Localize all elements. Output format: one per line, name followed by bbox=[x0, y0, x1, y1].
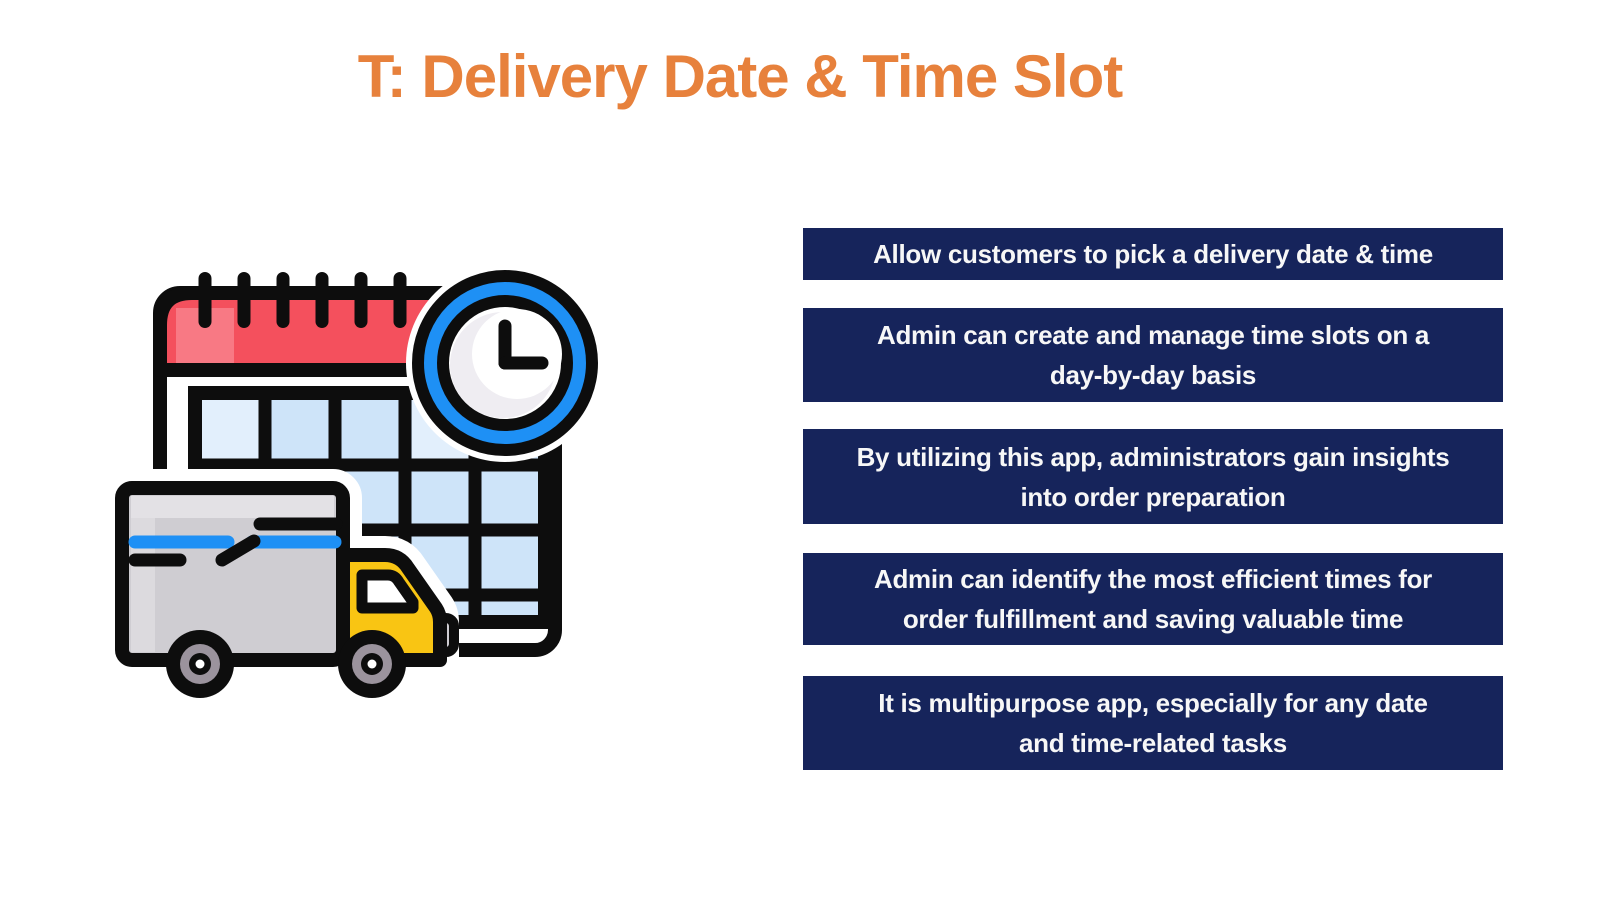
feature-banner-2: Admin can create and manage time slots o… bbox=[803, 308, 1503, 402]
truck-stripes bbox=[128, 517, 343, 567]
banner-text-line: and time-related tasks bbox=[1019, 728, 1287, 758]
banner-text-line: order fulfillment and saving valuable ti… bbox=[902, 604, 1404, 634]
banner-text-line: It is multipurpose app, especially for a… bbox=[878, 688, 1428, 718]
feature-banner-3: By utilizing this app, administrators ga… bbox=[803, 429, 1503, 524]
wheel-icon bbox=[166, 630, 234, 698]
delivery-truck-icon bbox=[103, 469, 459, 698]
banner-text-line: By utilizing this app, administrators ga… bbox=[856, 441, 1450, 472]
feature-banner-4: Admin can identify the most efficient ti… bbox=[803, 553, 1503, 645]
banner-text-line: Allow customers to pick a delivery date … bbox=[873, 239, 1433, 269]
cab-window bbox=[356, 569, 419, 614]
delivery-calendar-illustration bbox=[100, 230, 660, 700]
banner-text-line: Admin can create and manage time slots o… bbox=[876, 320, 1430, 350]
page-title: T: Delivery Date & Time Slot bbox=[357, 43, 1123, 110]
banner-text-line: into order preparation bbox=[1020, 481, 1286, 512]
clock-hands bbox=[498, 319, 549, 370]
clock-icon bbox=[406, 264, 604, 462]
feature-banner-1: Allow customers to pick a delivery date … bbox=[803, 228, 1503, 280]
banner-text-line: Admin can identify the most efficient ti… bbox=[874, 564, 1432, 594]
banner-text-line: day-by-day basis bbox=[1049, 360, 1257, 390]
spiral-binding-icon bbox=[198, 272, 407, 328]
wheel-icon bbox=[338, 630, 406, 698]
feature-banner-5: It is multipurpose app, especially for a… bbox=[803, 676, 1503, 770]
feature-banner-list: Allow customers to pick a delivery date … bbox=[803, 228, 1503, 773]
